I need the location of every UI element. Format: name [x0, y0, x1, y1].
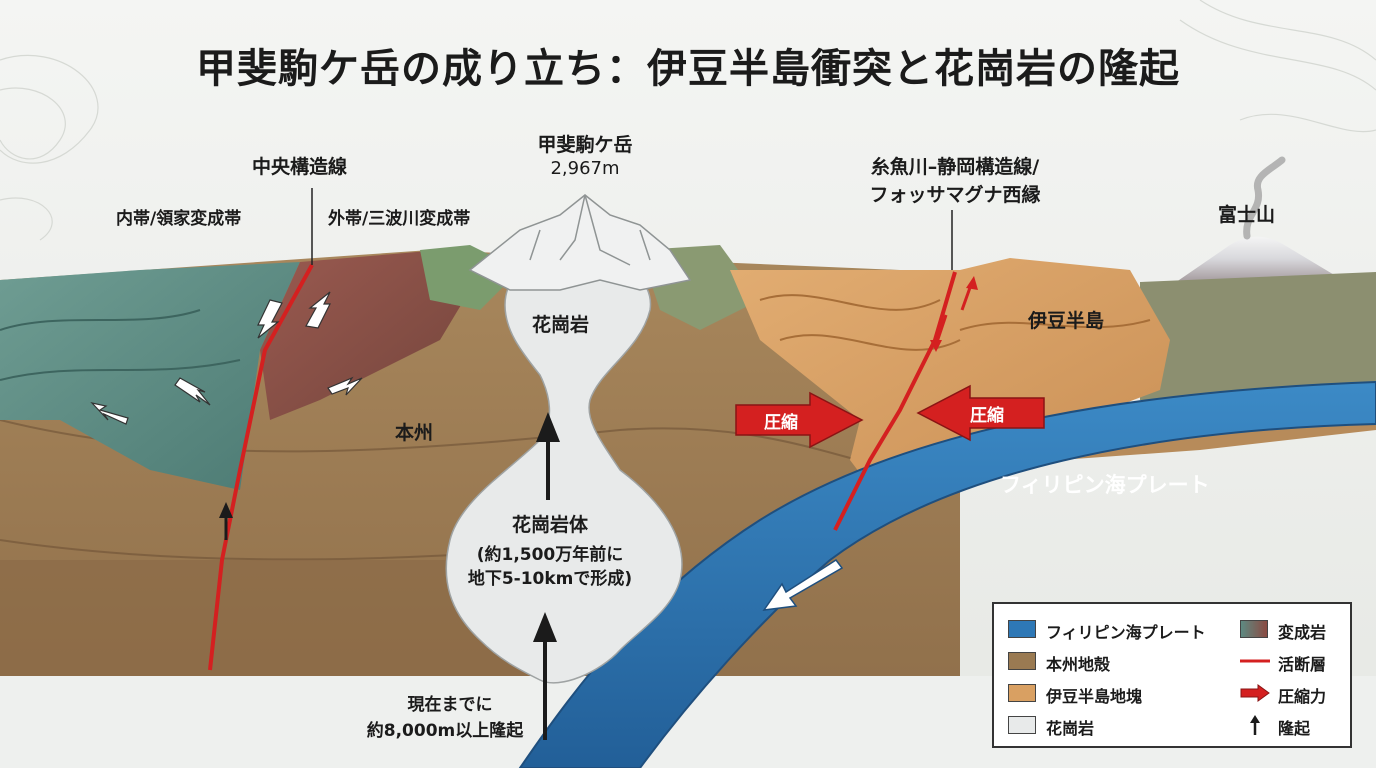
pluton-label-line3: 地下5-10kmで形成)	[467, 569, 633, 589]
legend-swatch-compression	[1240, 684, 1270, 702]
mountain-elevation-label: 2,967m	[550, 158, 620, 179]
isl-label-line2: フォッサマグナ西縁	[869, 184, 1041, 206]
compression-arrow-left	[735, 391, 864, 449]
mountain-name-label: 甲斐駒ケ岳	[537, 134, 633, 156]
granite-label: 花崗岩	[532, 314, 590, 336]
uplift-label-line2: 約8,000m以上隆起	[366, 721, 524, 741]
legend-swatch-honshu	[1008, 652, 1036, 670]
legend: フィリピン海プレート 本州地殻 伊豆半島地塊 花崗岩 変成岩 活断層 圧縮力 隆…	[992, 602, 1352, 748]
legend-label-honshu: 本州地殻	[1046, 655, 1111, 674]
legend-swatch-uplift	[1250, 715, 1260, 735]
subduction-arrow	[762, 558, 844, 611]
honshu-label: 本州	[395, 422, 434, 444]
granite-body	[445, 256, 683, 684]
pluton-label-line2: (約1,500万年前に	[476, 545, 624, 565]
legend-label-plate: フィリピン海プレート	[1046, 623, 1206, 642]
legend-swatch-metamorphic	[1240, 620, 1268, 638]
legend-swatch-fault	[1240, 659, 1270, 663]
izu-block	[730, 258, 1170, 500]
legend-swatch-plate	[1008, 620, 1036, 638]
izu-label: 伊豆半島	[1028, 310, 1105, 332]
outer-zone-label: 外帯/三波川変成帯	[328, 209, 471, 229]
pluton-label-line1: 花崗岩体	[511, 514, 588, 536]
itoigawa-shizuoka-fault	[833, 271, 957, 531]
median-tectonic-line	[208, 264, 314, 671]
topographic-lines	[0, 0, 1376, 241]
far-hills	[1140, 272, 1376, 400]
legend-label-izu: 伊豆半島地塊	[1046, 687, 1143, 706]
mtl-label: 中央構造線	[252, 156, 348, 178]
uplift-label-line1: 現在までに	[407, 695, 493, 715]
inner-zone-label: 内帯/領家変成帯	[116, 209, 242, 229]
isl-label-line1: 糸魚川–静岡構造線/	[870, 156, 1040, 178]
legend-swatch-izu	[1008, 684, 1036, 702]
outer-zone-metamorphic	[260, 250, 470, 420]
plate-label: フィリピン海プレート	[1000, 473, 1210, 497]
legend-label-uplift: 隆起	[1278, 719, 1311, 738]
legend-label-metamorphic: 変成岩	[1278, 623, 1327, 642]
compression-right-label: 圧縮	[970, 406, 1004, 426]
compression-arrow-right	[916, 384, 1045, 442]
compression-left-label: 圧縮	[764, 413, 798, 433]
fuji-label: 富士山	[1218, 204, 1276, 226]
page-title: 甲斐駒ケ岳の成り立ち：伊豆半島衝突と花崗岩の隆起	[196, 46, 1180, 92]
kaikoma-peak	[468, 194, 692, 291]
inner-zone-metamorphic	[0, 262, 300, 490]
legend-label-granite: 花崗岩	[1046, 719, 1095, 738]
legend-label-compression: 圧縮力	[1278, 687, 1327, 706]
motion-arrows	[90, 291, 363, 425]
fuji-smoke	[1243, 156, 1286, 240]
legend-label-fault: 活断層	[1278, 655, 1327, 674]
legend-swatch-granite	[1008, 716, 1036, 734]
